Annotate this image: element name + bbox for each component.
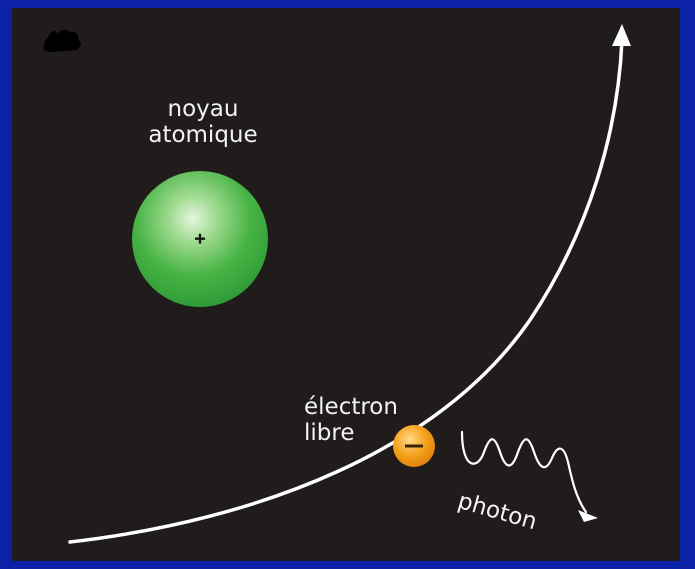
trajectory-arrowhead-icon — [612, 24, 631, 46]
electron-label-line1: électron — [304, 394, 398, 420]
photon-arrowhead-icon — [578, 510, 598, 522]
electron-label-line2: libre — [304, 420, 355, 446]
electron-label: électron libre — [304, 394, 434, 446]
electron-trajectory-curve — [68, 38, 624, 544]
plus-charge-icon — [195, 233, 205, 244]
nucleus-label-line2: atomique — [148, 122, 258, 148]
photon-wave — [460, 430, 588, 514]
minus-charge-icon — [405, 444, 423, 448]
nucleus-label-line1: noyau — [167, 96, 239, 122]
corner-mark-icon — [43, 29, 81, 52]
nucleus-label: noyau atomique — [128, 96, 278, 148]
